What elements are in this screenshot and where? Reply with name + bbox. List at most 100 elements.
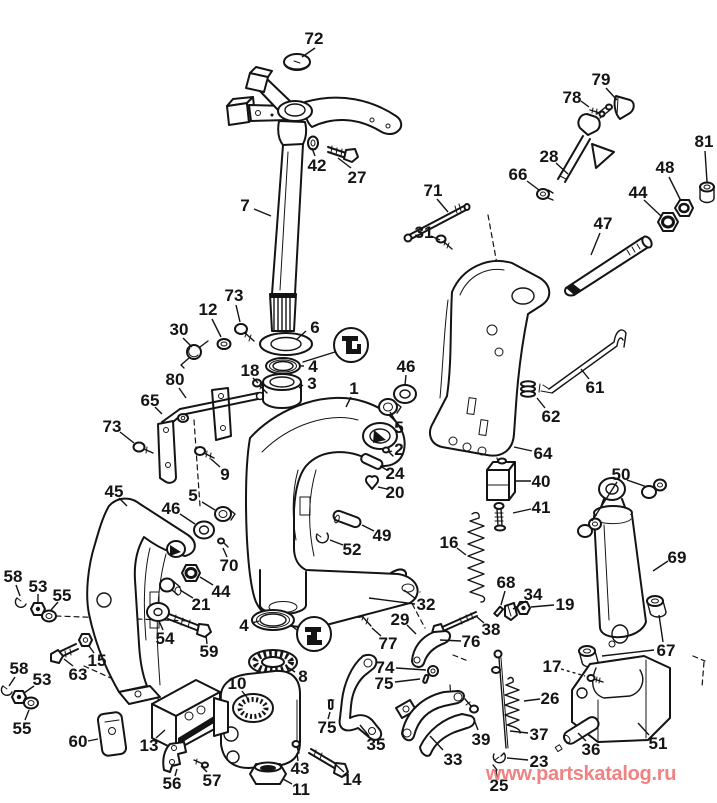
leader-line-55: [50, 601, 59, 611]
part-label-39: 39: [472, 730, 491, 749]
leader-line-20: [377, 486, 388, 490]
part-label-34: 34: [524, 585, 543, 604]
leader-line-13: [155, 729, 166, 739]
part-16-spring: [467, 511, 486, 603]
leader-line-3: [298, 384, 304, 389]
part-label-33: 33: [444, 750, 463, 769]
part-80-ground-link: [157, 387, 265, 484]
part-label-5: 5: [394, 418, 403, 437]
part-66-bushing: [536, 188, 554, 201]
part-56-bracket: [162, 741, 187, 773]
part-label-17: 17: [543, 657, 562, 676]
leader-line-2: [388, 450, 393, 453]
watermark-text: www.partskatalog.ru: [485, 763, 676, 785]
part-label-10: 10: [228, 674, 247, 693]
leader-line-44: [199, 576, 214, 586]
part-label-45: 45: [105, 482, 124, 501]
leader-line-73: [119, 431, 135, 444]
part-label-78: 78: [563, 88, 582, 107]
part-label-9: 9: [220, 465, 229, 484]
part-53-nut-lower: [11, 690, 27, 704]
leader-line-34: [512, 600, 527, 610]
part-label-51: 51: [649, 734, 668, 753]
leader-line-60: [87, 738, 99, 742]
part-label-62: 62: [542, 407, 561, 426]
part-3-bushing: [262, 373, 302, 409]
part-4-seal-top: [265, 357, 301, 375]
leader-line-32: [368, 597, 416, 605]
part-70-pin: [217, 537, 229, 548]
part-60-plate: [96, 711, 128, 757]
part-label-76: 76: [462, 632, 481, 651]
leader-line-12: [211, 318, 222, 338]
part-31-screw: [435, 234, 453, 250]
part-75-pin-left: [327, 699, 335, 710]
part-label-46: 46: [397, 357, 416, 376]
part-52-clip: [315, 532, 330, 544]
part-label-71: 71: [424, 181, 443, 200]
leader-line-33: [429, 735, 444, 751]
leader-line-9: [210, 458, 221, 468]
part-label-73: 73: [225, 286, 244, 305]
part-39-screw: [464, 698, 479, 714]
part-63-bolt: [50, 643, 79, 664]
leader-line-17: [560, 668, 586, 677]
part-62-threaded-insert: [520, 380, 536, 398]
part-25-cotter: [492, 764, 498, 771]
leader-line-42: [311, 147, 316, 157]
part-label-35: 35: [367, 735, 386, 754]
leader-line-74: [395, 667, 427, 671]
leader-line-72: [301, 47, 316, 58]
leader-line-56: [174, 768, 178, 777]
part-44-nut-right: [657, 212, 679, 232]
leader-line-51: [637, 722, 650, 736]
leader-line-43: [296, 752, 299, 762]
part-2-screw: [382, 446, 394, 457]
leader-line-49: [361, 524, 375, 532]
leader-line-78: [580, 100, 590, 108]
leader-line-41: [512, 508, 532, 514]
part-label-14: 14: [343, 770, 362, 789]
part-45-stern-bracket-port: [86, 497, 196, 705]
part-79-anode-clip: [613, 95, 635, 120]
part-37-link-rod: [491, 649, 509, 749]
part-27-bolt: [327, 145, 359, 163]
leader-line-68: [500, 590, 506, 606]
leader-line-67: [601, 649, 655, 657]
part-label-67: 67: [657, 641, 676, 660]
part-label-20: 20: [386, 483, 405, 502]
leader-line-6: [295, 330, 307, 341]
part-label-15: 15: [88, 651, 107, 670]
leader-line-16: [456, 547, 467, 556]
part-28-shift-lever: [557, 103, 615, 183]
part-34-keeper: [504, 602, 518, 621]
part-5-bushing-right: [378, 398, 402, 416]
part-68-wedge: [493, 605, 505, 618]
part-label-37: 37: [530, 725, 549, 744]
leader-line-44: [643, 199, 662, 217]
leader-line-70: [222, 547, 228, 558]
part-label-3: 3: [307, 374, 316, 393]
part-label-31: 31: [415, 223, 434, 242]
part-61-bent-rod: [538, 329, 627, 394]
leader-line-37: [509, 730, 529, 734]
part-label-2: 2: [394, 440, 403, 459]
leader-line-54: [158, 620, 164, 631]
leader-line-15: [88, 645, 95, 654]
part-label-8: 8: [298, 667, 307, 686]
part-label-79: 79: [592, 70, 611, 89]
part-label-68: 68: [497, 573, 516, 592]
leader-line-61: [580, 368, 590, 380]
part-50-bushings: [577, 478, 667, 538]
part-46-washer-right: [393, 384, 417, 404]
leader-line-26: [523, 698, 541, 702]
part-10-swivel-housing: [219, 669, 301, 769]
part-13-rubber-mount: [151, 679, 229, 751]
part-73-bolt-left: [132, 441, 154, 454]
part-43-screw: [291, 740, 301, 754]
leader-line-77: [371, 627, 382, 637]
leader-line-52: [329, 539, 344, 546]
part-label-28: 28: [540, 147, 559, 166]
part-35-bell-crank: [338, 654, 383, 741]
